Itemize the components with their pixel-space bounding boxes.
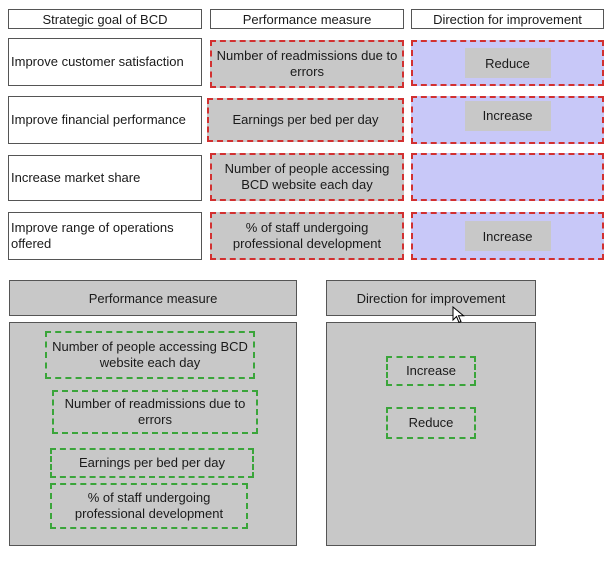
direction-option-increase[interactable]: Increase bbox=[386, 356, 476, 386]
goal-cell: Improve customer satisfaction bbox=[8, 38, 202, 86]
direction-drop-slot-empty[interactable] bbox=[411, 153, 604, 201]
measure-label: Number of readmissions due to errors bbox=[216, 48, 398, 79]
goal-cell: Increase market share bbox=[8, 155, 202, 201]
direction-option-label: Increase bbox=[406, 363, 456, 378]
measure-option-staff[interactable]: % of staff undergoing professional devel… bbox=[50, 483, 248, 529]
measure-drop-slot[interactable]: % of staff undergoing professional devel… bbox=[210, 212, 404, 260]
measure-option-label: % of staff undergoing professional devel… bbox=[74, 490, 224, 521]
goal-cell: Improve range of operations offered bbox=[8, 212, 202, 260]
measure-drop-slot[interactable]: Earnings per bed per day bbox=[207, 98, 404, 142]
measure-label: Number of people accessing BCD website e… bbox=[224, 161, 390, 192]
header-performance-measure: Performance measure bbox=[210, 9, 404, 29]
direction-chip[interactable]: Increase bbox=[464, 100, 551, 131]
direction-chip[interactable]: Reduce bbox=[464, 48, 551, 78]
direction-option-reduce[interactable]: Reduce bbox=[386, 407, 476, 439]
header-direction: Direction for improvement bbox=[411, 9, 604, 29]
measure-option-label: Number of people accessing BCD website e… bbox=[52, 339, 248, 370]
measure-label: Earnings per bed per day bbox=[232, 112, 379, 127]
mouse-cursor-icon bbox=[452, 306, 465, 324]
direction-drop-slot[interactable]: Reduce bbox=[411, 40, 604, 86]
measure-drop-slot[interactable]: Number of readmissions due to errors bbox=[210, 40, 404, 88]
measure-option-label: Earnings per bed per day bbox=[79, 455, 225, 470]
measure-option-readmissions[interactable]: Number of readmissions due to errors bbox=[52, 390, 258, 434]
direction-option-label: Reduce bbox=[408, 415, 454, 430]
measure-panel-title: Performance measure bbox=[9, 280, 297, 316]
direction-chip[interactable]: Increase bbox=[464, 221, 551, 251]
direction-label: Increase bbox=[482, 228, 533, 244]
goal-cell: Improve financial performance bbox=[8, 96, 202, 144]
direction-panel-title: Direction for improvement bbox=[326, 280, 536, 316]
measure-drop-slot[interactable]: Number of people accessing BCD website e… bbox=[210, 153, 404, 201]
direction-drop-slot[interactable]: Increase bbox=[411, 212, 604, 260]
measure-option-label: Number of readmissions due to errors bbox=[64, 396, 246, 427]
measure-option-earnings[interactable]: Earnings per bed per day bbox=[50, 448, 254, 478]
header-strategic-goal: Strategic goal of BCD bbox=[8, 9, 202, 29]
direction-label: Reduce bbox=[485, 55, 530, 71]
measure-option-website[interactable]: Number of people accessing BCD website e… bbox=[45, 331, 255, 379]
direction-label: Increase bbox=[482, 108, 533, 124]
direction-drop-slot[interactable]: Increase bbox=[411, 96, 604, 144]
measure-label: % of staff undergoing professional devel… bbox=[232, 220, 382, 251]
